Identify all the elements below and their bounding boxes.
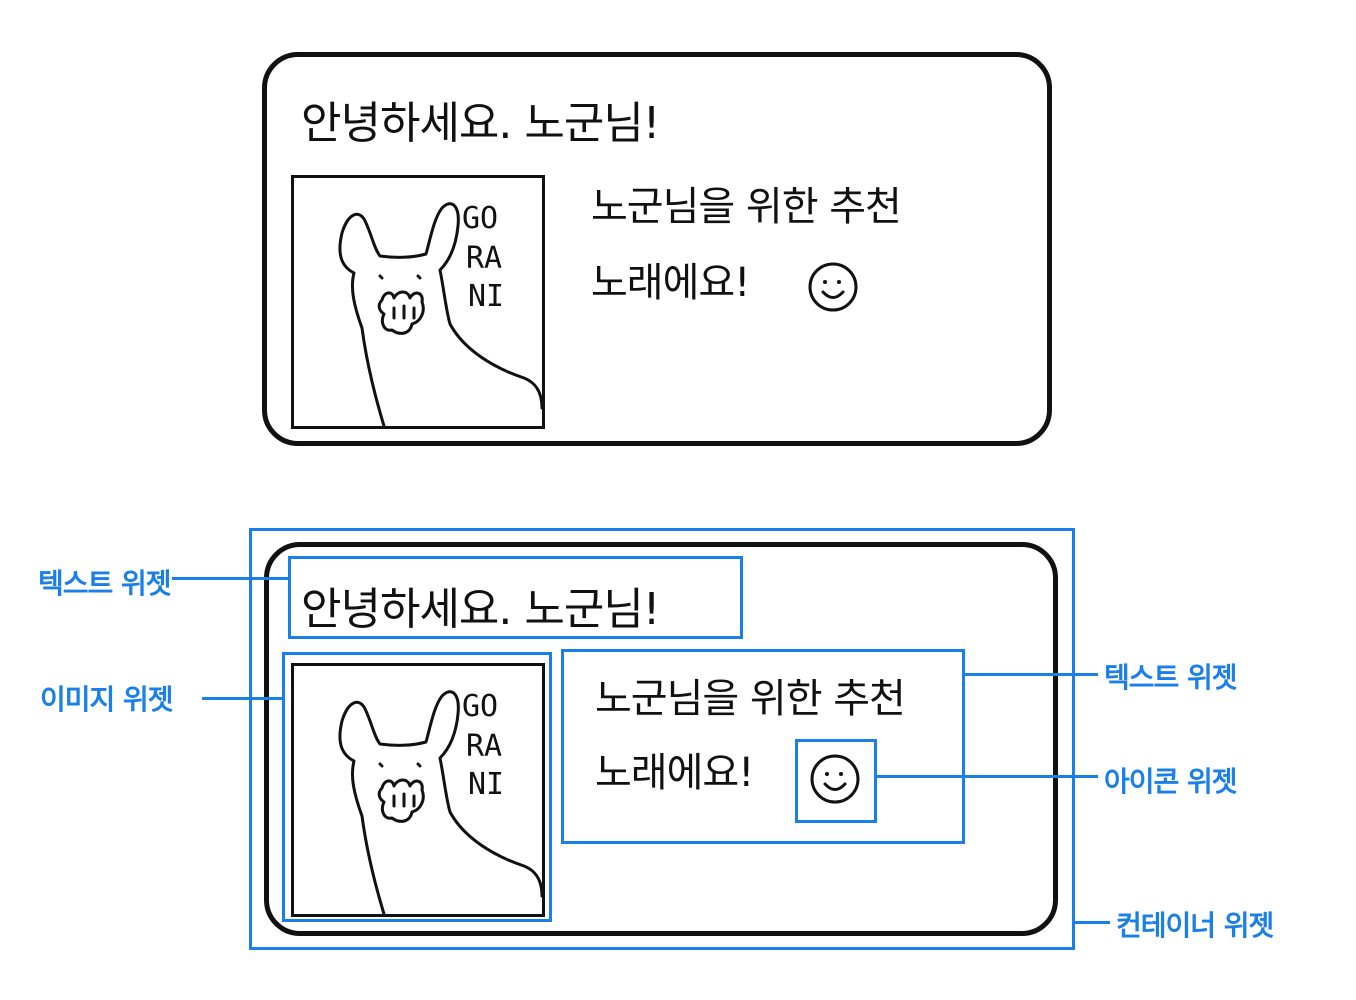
- text-widget-box-recommend: [561, 649, 965, 844]
- card-bottom: 안녕하세요. 노군님! GO RA NI 노군님을 위한 추천 노래에요!: [264, 542, 1058, 936]
- card-top: 안녕하세요. 노군님! GO RA NI 노군님을 위한 추천 노래에요!: [262, 52, 1052, 446]
- container-widget-leader: [1074, 921, 1110, 924]
- smiley-face-icon-annotated: [810, 754, 860, 804]
- caption-line-3: NI: [468, 279, 504, 314]
- greeting-text-annotated: 안녕하세요. 노군님!: [301, 584, 660, 635]
- container-widget-box: [249, 528, 1075, 950]
- label-image-widget: 이미지 위젯: [40, 683, 174, 716]
- gorani-drawing-annotated: GO RA NI: [338, 689, 542, 914]
- gorani-drawing: GO RA NI: [338, 201, 542, 426]
- image-widget-box: [282, 652, 552, 922]
- label-text-widget-left: 텍스트 위젯: [38, 567, 172, 600]
- caption-line-1-annotated: GO: [462, 689, 498, 724]
- label-text-widget-right: 텍스트 위젯: [1104, 661, 1238, 694]
- recommend-text-line-2: 노래에요!: [591, 260, 750, 306]
- gorani-image-annotated: GO RA NI: [291, 663, 545, 917]
- recommend-text-line-1: 노군님을 위한 추천: [591, 184, 902, 230]
- caption-line-2-annotated: RA: [466, 729, 502, 764]
- caption-line-2: RA: [466, 241, 502, 276]
- label-container-widget: 컨테이너 위젯: [1116, 909, 1274, 942]
- caption-line-3-annotated: NI: [468, 767, 504, 802]
- image-widget-leader: [202, 697, 284, 700]
- icon-widget-box: [795, 739, 877, 823]
- icon-widget-leader: [876, 775, 1098, 778]
- text-widget-leader-left: [172, 577, 290, 580]
- greeting-text: 안녕하세요. 노군님!: [301, 98, 660, 149]
- recommend-text-line-1-annotated: 노군님을 위한 추천: [595, 676, 906, 722]
- text-widget-box-greeting: [288, 556, 743, 639]
- gorani-image: GO RA NI: [291, 175, 545, 429]
- label-icon-widget: 아이콘 위젯: [1104, 765, 1238, 798]
- caption-line-1: GO: [462, 201, 498, 236]
- smiley-face-icon: [808, 262, 858, 312]
- recommend-text-line-2-annotated: 노래에요!: [595, 750, 754, 796]
- text-widget-leader-right: [964, 673, 1098, 676]
